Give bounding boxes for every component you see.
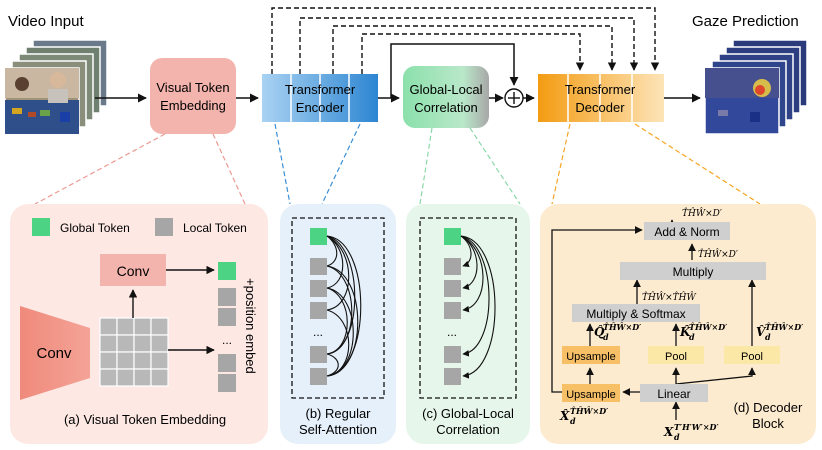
- decoder-line2: Decoder: [575, 100, 625, 115]
- zoom-lines: [34, 123, 761, 205]
- xhat-sub: d: [570, 416, 576, 426]
- pool-block-1: [648, 346, 704, 364]
- conv-small-label: Conv: [117, 263, 150, 279]
- panel-c-dots: ...: [447, 325, 457, 339]
- multiply-softmax-label: Multiply & Softmax: [586, 307, 685, 321]
- panel-c-local-tokens: [444, 258, 461, 385]
- transformer-decoder-box: [538, 74, 664, 122]
- panel-c-global-token: [444, 228, 461, 245]
- sum-node: [504, 88, 524, 108]
- global-token-legend-label: Global Token: [60, 221, 130, 235]
- panel-a-dots: ...: [222, 333, 232, 347]
- add-norm-block: [644, 222, 730, 240]
- v-symbol: V̂: [756, 324, 767, 339]
- panel-c-caption-2: Correlation: [436, 422, 500, 437]
- panel-b-caption-2: Self-Attention: [299, 422, 377, 437]
- panel-a-caption: (a) Visual Token Embedding: [64, 412, 226, 427]
- q-label: Q̂ d T̂ĤŴ×D′: [594, 322, 642, 342]
- k-label: K̂ d T̂ĤŴ×D′: [679, 322, 728, 342]
- xhat-sup: T̂ĤŴ×D′: [570, 406, 609, 416]
- local-token-column: [218, 288, 236, 392]
- conv-small-box: [100, 254, 166, 286]
- local-token-legend-label: Local Token: [183, 221, 247, 235]
- panel-d-caption-1: (d) Decoder: [734, 400, 803, 415]
- xhat-symbol: X̂: [559, 408, 570, 423]
- gaze-prediction-label: Gaze Prediction: [692, 13, 799, 30]
- q-symbol: Q̂: [594, 324, 605, 339]
- x-symbol: X: [663, 425, 674, 439]
- k-symbol: K̂: [679, 324, 691, 339]
- encoder-line2: Encoder: [296, 100, 345, 115]
- x-sub: d: [674, 432, 680, 442]
- q-sup: T̂ĤŴ×D′: [603, 322, 642, 332]
- panel-c-dashed-frame: [419, 217, 517, 399]
- vte-line1: Visual Token: [156, 80, 229, 95]
- multiply-softmax-block: [572, 304, 700, 322]
- dim-qk-label: T̂ĤŴ×T̂ĤŴ: [642, 291, 696, 303]
- q-sub: d: [603, 332, 609, 342]
- conv-big-label: Conv: [36, 345, 72, 362]
- multiply-label: Multiply: [673, 265, 714, 279]
- main-flow-arrows: [95, 43, 701, 103]
- v-sup: T̂ĤŴ×D′: [765, 322, 804, 332]
- encoder-line1: Transformer: [285, 82, 356, 97]
- video-input-label: Video Input: [8, 13, 84, 30]
- k-sub: d: [689, 332, 695, 342]
- panel-b-global-token: [310, 228, 327, 245]
- x-label: X d T′H′W′×D′: [663, 422, 719, 442]
- dim-mid-label: T̂ĤŴ×D′: [698, 248, 738, 260]
- local-token-legend-swatch: [155, 218, 173, 236]
- upsample-1-label: Upsample: [566, 351, 616, 363]
- upsample-block-1: [562, 346, 620, 364]
- panel-c-caption-1: (c) Global-Local: [422, 406, 514, 421]
- panel-b-attention-arcs: [326, 235, 362, 377]
- upsample-block-2: [562, 384, 620, 402]
- dashed-skip-connections: [271, 7, 660, 74]
- panel-b-local-tokens: [310, 258, 327, 385]
- dim-top-label: T̂ĤŴ×D′: [682, 207, 722, 219]
- global-local-correlation-box: [403, 66, 489, 128]
- pool-2-label: Pool: [741, 351, 763, 363]
- visual-token-embedding-box: [150, 58, 236, 134]
- glc-line2: Correlation: [414, 100, 478, 115]
- global-token-legend-swatch: [32, 218, 50, 236]
- decoder-line1: Transformer: [565, 82, 636, 97]
- pool-1-label: Pool: [665, 351, 687, 363]
- upsample-2-label: Upsample: [566, 389, 616, 401]
- pool-block-2: [724, 346, 780, 364]
- gaze-prediction-frames: [704, 39, 808, 135]
- global-token: [218, 262, 236, 280]
- v-label: V̂ d T̂ĤŴ×D′: [756, 322, 804, 342]
- multiply-block: [620, 262, 766, 280]
- add-norm-label: Add & Norm: [654, 225, 719, 239]
- panel-d-caption-2: Block: [752, 416, 784, 431]
- position-embed-label: +position embed: [243, 278, 258, 374]
- video-input-frames: [4, 39, 108, 135]
- vte-line2: Embedding: [160, 98, 226, 113]
- panel-b-regular-self-attention: [280, 204, 396, 444]
- glc-line1: Global-Local: [410, 82, 483, 97]
- panel-b-caption-1: (b) Regular: [305, 406, 371, 421]
- feature-grid: [99, 317, 169, 387]
- panel-c-correlation-arcs: [460, 235, 496, 379]
- xhat-label: X̂ d T̂ĤŴ×D′: [559, 406, 609, 426]
- k-sup: T̂ĤŴ×D′: [689, 322, 728, 332]
- conv-big-trapezoid: [20, 306, 90, 400]
- linear-block: [640, 384, 708, 402]
- linear-label: Linear: [657, 387, 690, 401]
- v-sub: d: [765, 332, 771, 342]
- x-sup: T′H′W′×D′: [674, 422, 719, 432]
- panel-b-dots: ...: [313, 325, 323, 339]
- panel-a-arrows: [128, 265, 215, 355]
- panel-d-arrows: [551, 219, 756, 420]
- panel-c-global-local-correlation: [406, 204, 530, 444]
